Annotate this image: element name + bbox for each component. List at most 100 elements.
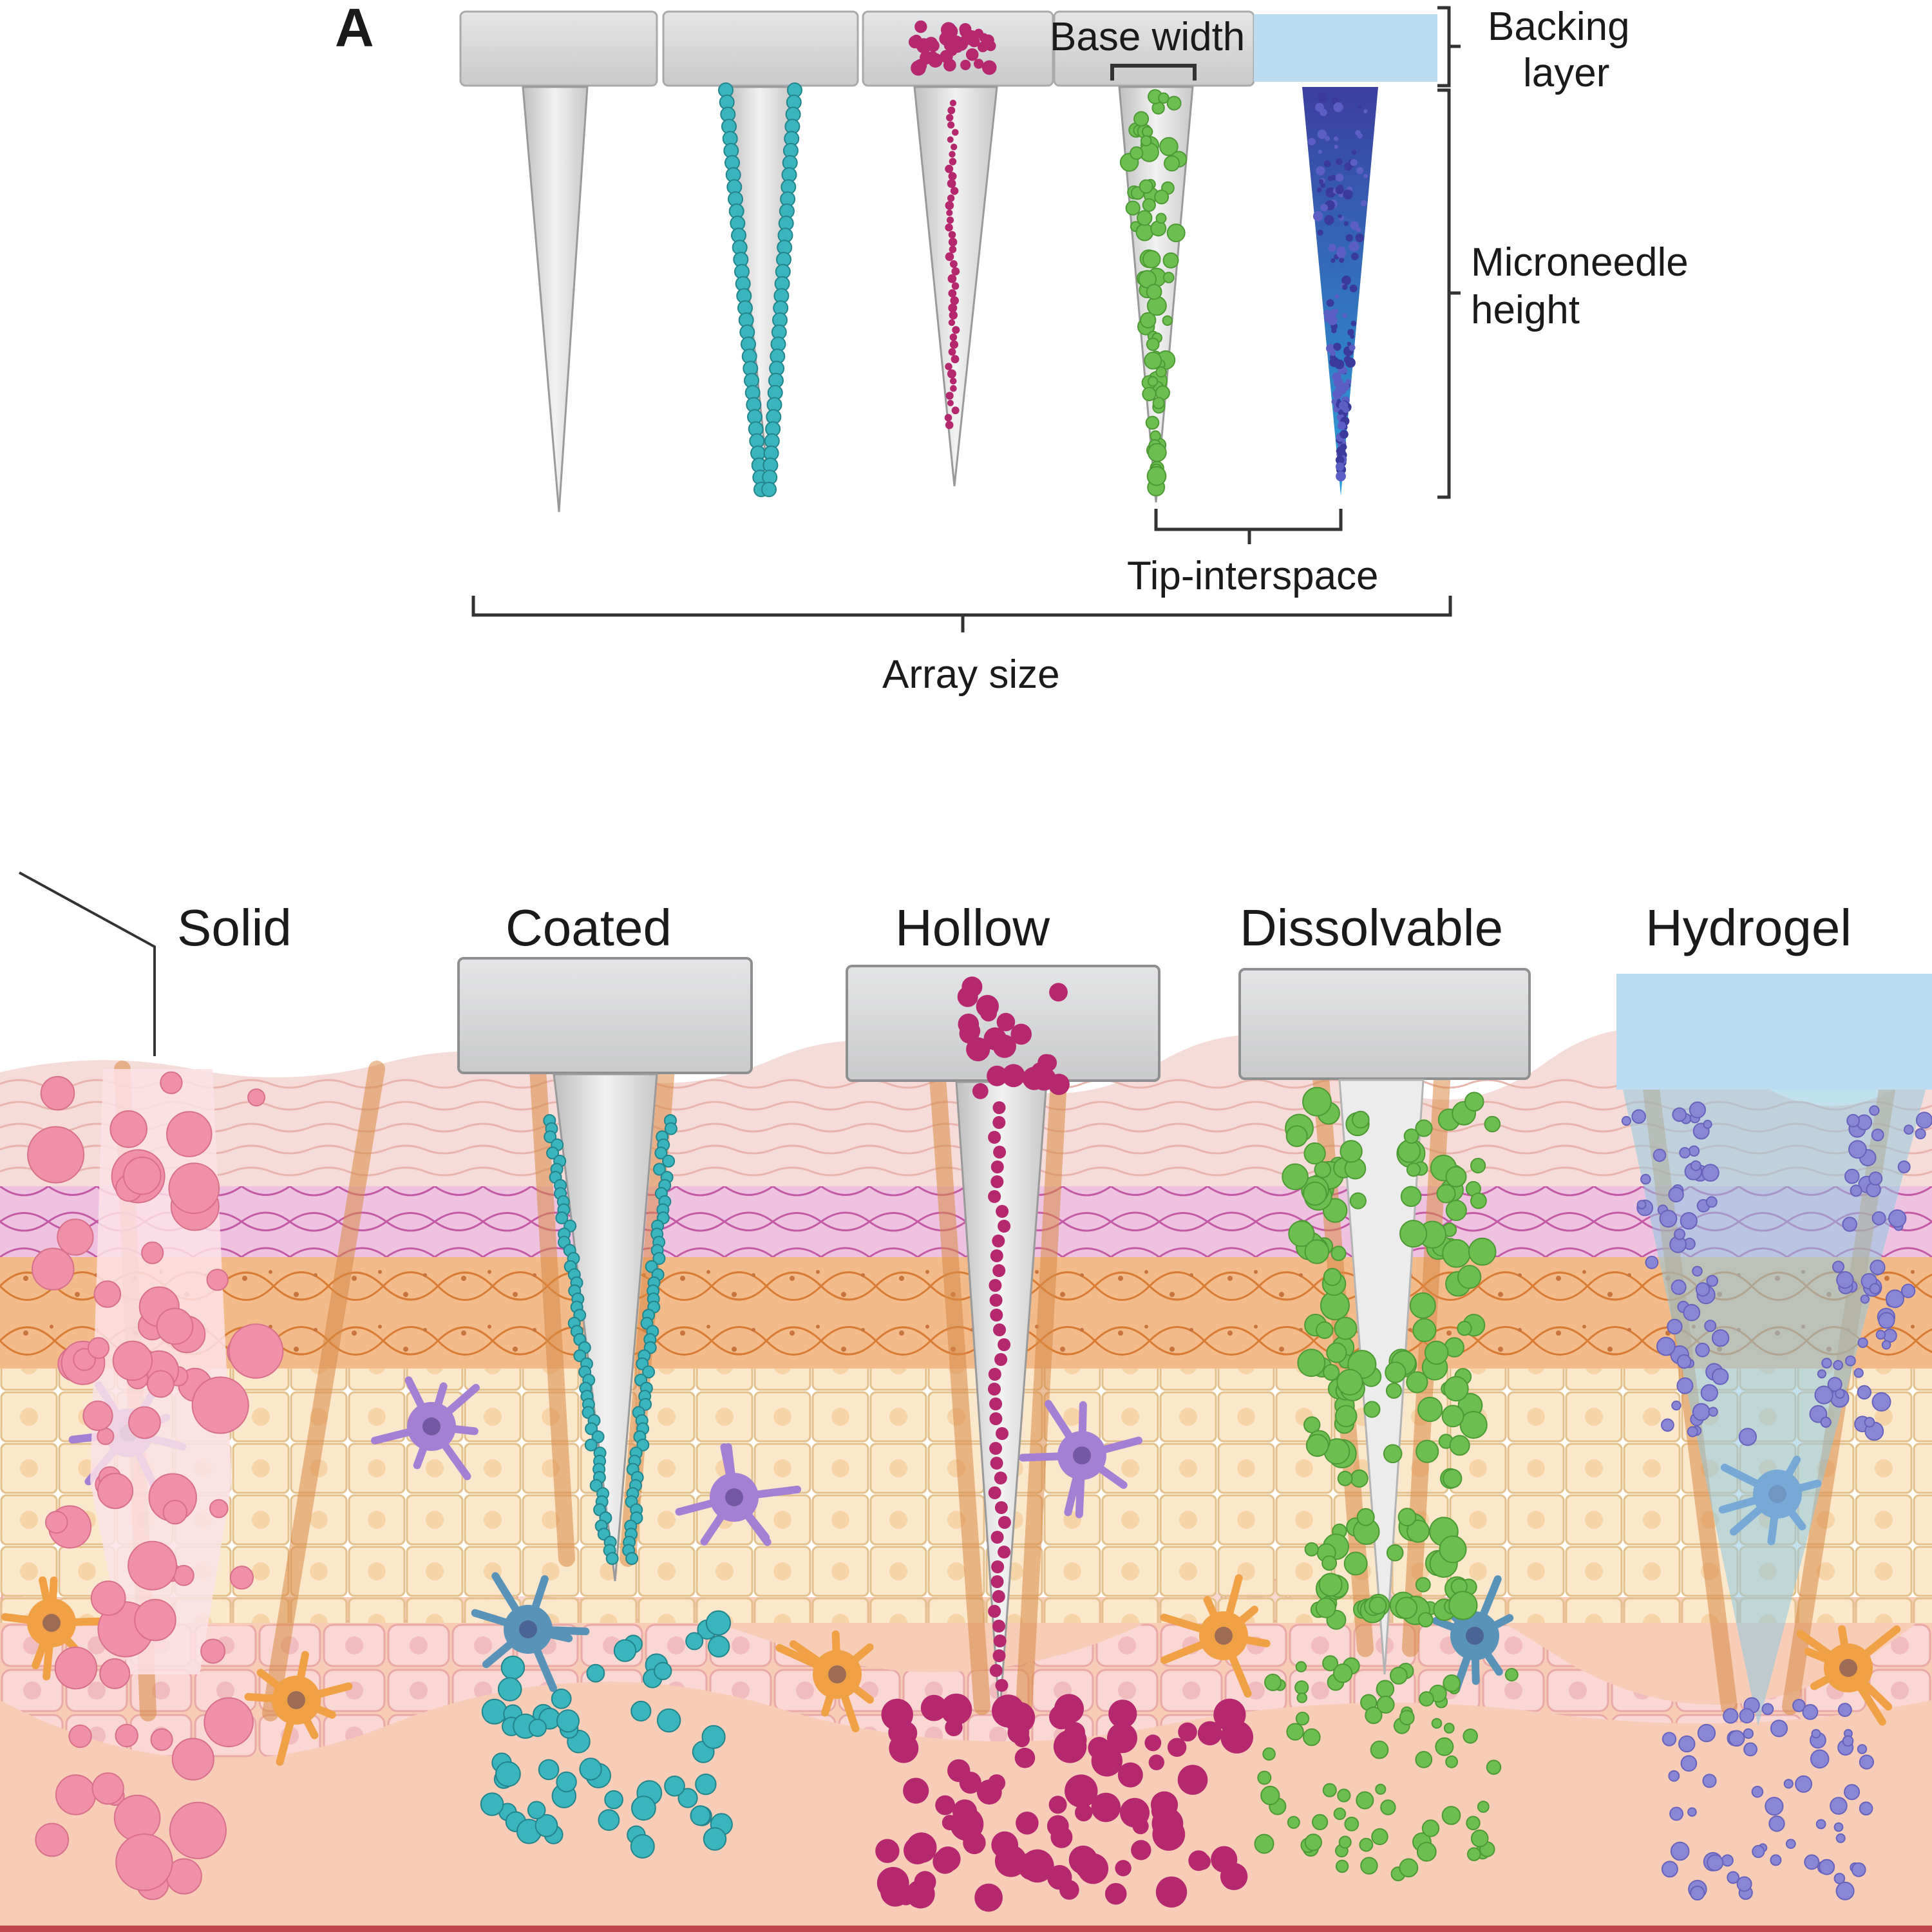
drug-particle xyxy=(1904,1124,1914,1135)
drug-particle xyxy=(992,1649,1006,1662)
drug-particle xyxy=(1336,248,1347,258)
drug-particle xyxy=(1878,1312,1895,1329)
drug-particle xyxy=(1436,1184,1456,1204)
drug-dot xyxy=(945,201,954,210)
backing-block-coated xyxy=(662,10,859,87)
drug-particle xyxy=(1689,1101,1706,1119)
pore-particle xyxy=(156,1307,194,1345)
drug-particle xyxy=(1631,1109,1646,1124)
drug-particle xyxy=(1711,1329,1730,1347)
backing-layer-bracket xyxy=(1437,6,1461,88)
drug-particle xyxy=(1851,1862,1866,1877)
dendritic-cell xyxy=(471,1572,590,1692)
drug-particle xyxy=(653,1162,666,1176)
drug-particle xyxy=(1421,1819,1440,1837)
drug-particle xyxy=(1743,1742,1758,1757)
drug-particle xyxy=(1007,1721,1030,1744)
drug-dot xyxy=(950,187,959,195)
drug-particle xyxy=(920,1694,947,1721)
drug-particle xyxy=(1295,1661,1307,1672)
drug-particle xyxy=(1133,111,1150,127)
pore-particle xyxy=(128,1406,161,1439)
hydrogel-drug-particles xyxy=(1621,1101,1932,1901)
drug-particle xyxy=(1131,1840,1151,1861)
drug-particle xyxy=(992,1264,1006,1277)
pore-particle xyxy=(160,1071,183,1095)
drug-particle xyxy=(1338,214,1342,218)
pore-particle xyxy=(204,1697,254,1748)
pore-particle xyxy=(228,1323,284,1379)
drug-particle xyxy=(1340,1140,1363,1163)
drug-particle xyxy=(1335,462,1345,471)
drug-particle xyxy=(1331,1245,1347,1262)
drug-particle xyxy=(1333,102,1343,113)
drug-particle xyxy=(1349,1192,1367,1209)
drug-particle xyxy=(1342,284,1348,290)
drug-dot xyxy=(951,144,958,151)
drug-particle xyxy=(1316,1321,1334,1340)
drug-particle xyxy=(1340,385,1346,392)
drug-particle xyxy=(1312,1814,1329,1830)
pore-particle xyxy=(68,1724,92,1748)
drug-particle xyxy=(1132,1818,1149,1835)
drug-particle xyxy=(586,1663,605,1683)
drug-particle xyxy=(1343,1551,1368,1576)
drug-particle xyxy=(1869,1283,1881,1294)
drug-particle xyxy=(1814,1385,1833,1405)
drug-particle xyxy=(1703,1119,1712,1130)
drug-particle xyxy=(1417,1612,1434,1628)
drug-particle xyxy=(1350,221,1359,230)
drug-particle xyxy=(1449,1435,1470,1456)
drug-particle xyxy=(1323,160,1331,167)
drug-particle xyxy=(1395,1596,1418,1619)
pore-particle xyxy=(166,1111,213,1157)
drug-particle xyxy=(1484,1115,1501,1133)
drug-particle xyxy=(1704,1320,1717,1332)
drug-particle xyxy=(1137,210,1153,226)
drug-particle xyxy=(1419,1691,1434,1707)
drug-particle xyxy=(1318,179,1324,184)
drug-particle xyxy=(1303,1142,1326,1165)
tip-interspace-bracket xyxy=(1154,509,1343,544)
drug-particle xyxy=(654,1146,668,1160)
drug-particle xyxy=(1115,1860,1132,1877)
pore-particle xyxy=(99,1658,131,1689)
drug-particle xyxy=(940,1693,972,1725)
drug-particle xyxy=(662,1155,676,1168)
pore-particle xyxy=(32,1247,75,1291)
drug-dot xyxy=(947,369,956,379)
drug-particle xyxy=(1728,1730,1745,1747)
drug-dot xyxy=(943,40,955,52)
drug-particle xyxy=(1670,1841,1690,1861)
drug-particle xyxy=(1178,1722,1197,1742)
drug-particle xyxy=(1351,252,1359,260)
drug-particle xyxy=(1146,337,1160,351)
drug-particle xyxy=(1668,1186,1684,1203)
drug-particle xyxy=(1130,146,1144,160)
drug-particle xyxy=(705,1610,732,1636)
drug-particle xyxy=(1844,1784,1861,1801)
drug-particle xyxy=(1403,1128,1419,1144)
drug-particle xyxy=(1287,1815,1300,1829)
drug-particle xyxy=(585,1422,598,1435)
drug-particle xyxy=(1302,1086,1332,1117)
drug-particle xyxy=(1846,1113,1861,1128)
drug-particle xyxy=(1297,1349,1326,1378)
drug-particle xyxy=(1390,1667,1408,1685)
drug-particle xyxy=(1349,242,1359,252)
drug-particle xyxy=(1104,1882,1127,1905)
drug-dot xyxy=(947,136,954,143)
drug-particle xyxy=(579,1757,602,1781)
drug-particle xyxy=(1857,1337,1868,1349)
drug-particle xyxy=(1315,1597,1336,1618)
drug-particle xyxy=(1853,1368,1864,1378)
drug-particle xyxy=(1417,1396,1443,1423)
drug-particle xyxy=(708,1635,730,1658)
drug-particle xyxy=(993,1323,1006,1336)
hydrogel-backing xyxy=(1616,974,1932,1090)
drug-particle xyxy=(1368,1596,1387,1615)
drug-particle xyxy=(1468,1237,1497,1266)
drug-particle xyxy=(1356,167,1364,175)
drug-particle xyxy=(1656,1336,1676,1356)
drug-particle xyxy=(1305,1434,1329,1457)
